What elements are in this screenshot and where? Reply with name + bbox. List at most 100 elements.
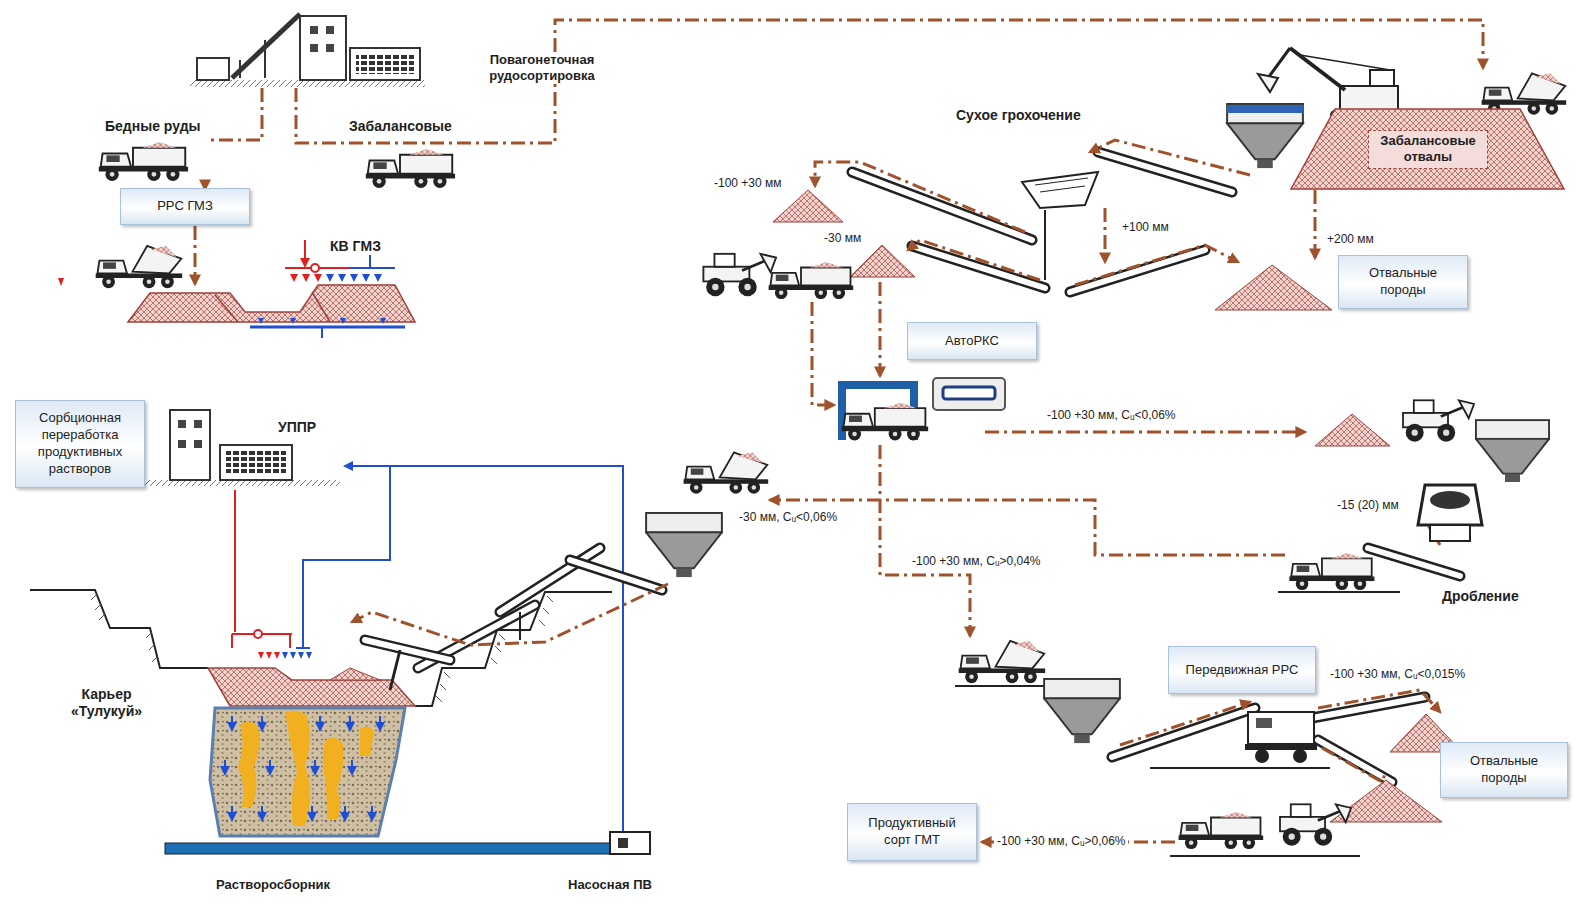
crusher bbox=[1430, 525, 1470, 541]
open-pit bbox=[210, 708, 405, 836]
conveyor bbox=[1098, 152, 1232, 192]
scanner-portal bbox=[943, 387, 995, 399]
mobile-sorter bbox=[1248, 712, 1314, 744]
flow-line bbox=[210, 88, 262, 140]
screen bbox=[1022, 172, 1098, 208]
open-pit bbox=[231, 716, 233, 730]
title-label: Сухое грохочение bbox=[954, 107, 1083, 124]
excavator bbox=[1290, 48, 1345, 90]
dump-pile: Забалансовые отвалы bbox=[1290, 108, 1565, 190]
conveyor bbox=[365, 548, 662, 690]
open-pit bbox=[360, 727, 374, 756]
info-box: Продуктивный сорт ГМТ bbox=[847, 803, 977, 861]
ore-pile bbox=[773, 190, 843, 222]
processing-plant bbox=[170, 410, 210, 480]
conveyor bbox=[1150, 767, 1330, 769]
solution-pipe bbox=[303, 466, 390, 648]
hopper bbox=[1227, 104, 1303, 168]
title-label: Бедные руды bbox=[103, 118, 202, 135]
ground-line bbox=[1170, 855, 1360, 857]
dump-truck bbox=[684, 452, 769, 493]
conveyor bbox=[912, 246, 1045, 288]
sorting-station bbox=[232, 14, 300, 78]
open-pit bbox=[224, 760, 226, 774]
flow-label: -15 (20) мм bbox=[1335, 498, 1401, 512]
flow-label: -100 +30 мм, Cᵤ>0,06% bbox=[995, 834, 1128, 848]
conveyor bbox=[500, 548, 600, 612]
crusher bbox=[1278, 485, 1482, 592]
crusher bbox=[1430, 491, 1470, 509]
conveyor bbox=[390, 650, 400, 690]
flow-label: -30 мм bbox=[822, 231, 863, 245]
open-pit bbox=[285, 711, 310, 826]
sorting-station bbox=[239, 60, 241, 78]
title-label: Карьер «Тулукуй» bbox=[52, 686, 161, 720]
conveyor bbox=[852, 172, 1032, 240]
open-pit bbox=[319, 716, 321, 730]
ore-pile bbox=[850, 245, 915, 277]
heap-leach-pad bbox=[58, 278, 64, 286]
conveyor bbox=[365, 640, 450, 660]
loader bbox=[703, 254, 776, 296]
flow-label: -30 мм, Cᵤ<0,06% bbox=[737, 510, 839, 524]
box-text: РРС ГМЗ bbox=[157, 198, 213, 215]
conveyor bbox=[570, 560, 662, 590]
flow-line bbox=[908, 240, 1040, 280]
flow-label: +200 мм bbox=[1325, 232, 1376, 246]
mobile-sorter bbox=[1245, 744, 1317, 750]
flow-line bbox=[296, 20, 1483, 143]
mobile-sorter bbox=[1245, 712, 1317, 763]
processing-plant bbox=[194, 440, 202, 448]
box-text: Сорбционная переработка продуктивных рас… bbox=[24, 410, 136, 478]
conveyor bbox=[519, 612, 521, 640]
conveyor bbox=[1070, 250, 1205, 292]
box-text: Отвальные породы bbox=[1449, 753, 1559, 787]
info-box: Отвальные породы bbox=[1338, 255, 1468, 309]
heap-leach-pad bbox=[312, 292, 330, 322]
ore-pile bbox=[1215, 265, 1332, 310]
hopper-top bbox=[1227, 105, 1303, 113]
box-text: Отвальные породы bbox=[1347, 265, 1459, 299]
heap-leach-pad bbox=[215, 295, 238, 322]
solution-pipe bbox=[289, 634, 291, 648]
processing-plant bbox=[178, 420, 186, 428]
ground-line bbox=[955, 685, 1050, 687]
flow-label: -100 +30 мм, Cᵤ<0,015% bbox=[1328, 667, 1467, 681]
box-text: Передвижная РРС bbox=[1186, 662, 1299, 679]
conveyor bbox=[1098, 152, 1232, 192]
mobile-sorter bbox=[1293, 749, 1307, 763]
crusher bbox=[1368, 548, 1460, 576]
open-pit bbox=[351, 760, 353, 774]
sorting-station bbox=[356, 54, 414, 74]
ore-pile bbox=[1315, 414, 1390, 446]
excavator bbox=[1370, 70, 1394, 86]
loader bbox=[1403, 400, 1474, 441]
conveyor bbox=[1318, 740, 1392, 782]
box-text: Продуктивный сорт ГМТ bbox=[856, 815, 968, 849]
sorting-station bbox=[264, 40, 266, 78]
conveyor bbox=[1112, 708, 1255, 757]
process-illustration bbox=[352, 584, 668, 645]
flow-line bbox=[1322, 748, 1385, 782]
hopper bbox=[1476, 420, 1549, 482]
solution-pipe bbox=[231, 634, 233, 648]
box-text: АвтоРКС bbox=[945, 333, 999, 350]
mobile-sorter bbox=[1255, 749, 1269, 763]
flow-line bbox=[815, 140, 1315, 285]
crusher bbox=[1278, 591, 1400, 593]
flow-line bbox=[879, 282, 882, 376]
open-pit bbox=[231, 806, 233, 820]
processing-plant bbox=[226, 451, 286, 473]
open-pit bbox=[330, 668, 380, 680]
crusher bbox=[1368, 548, 1460, 576]
conveyor bbox=[852, 172, 1032, 240]
conveyor bbox=[1112, 708, 1255, 757]
mobile-sorter bbox=[1256, 718, 1272, 728]
open-pit bbox=[610, 832, 650, 854]
flow-line bbox=[770, 282, 1440, 842]
open-pit bbox=[208, 668, 415, 706]
sorting-station bbox=[326, 44, 334, 52]
truck bbox=[1289, 553, 1374, 590]
open-pit bbox=[30, 590, 650, 854]
